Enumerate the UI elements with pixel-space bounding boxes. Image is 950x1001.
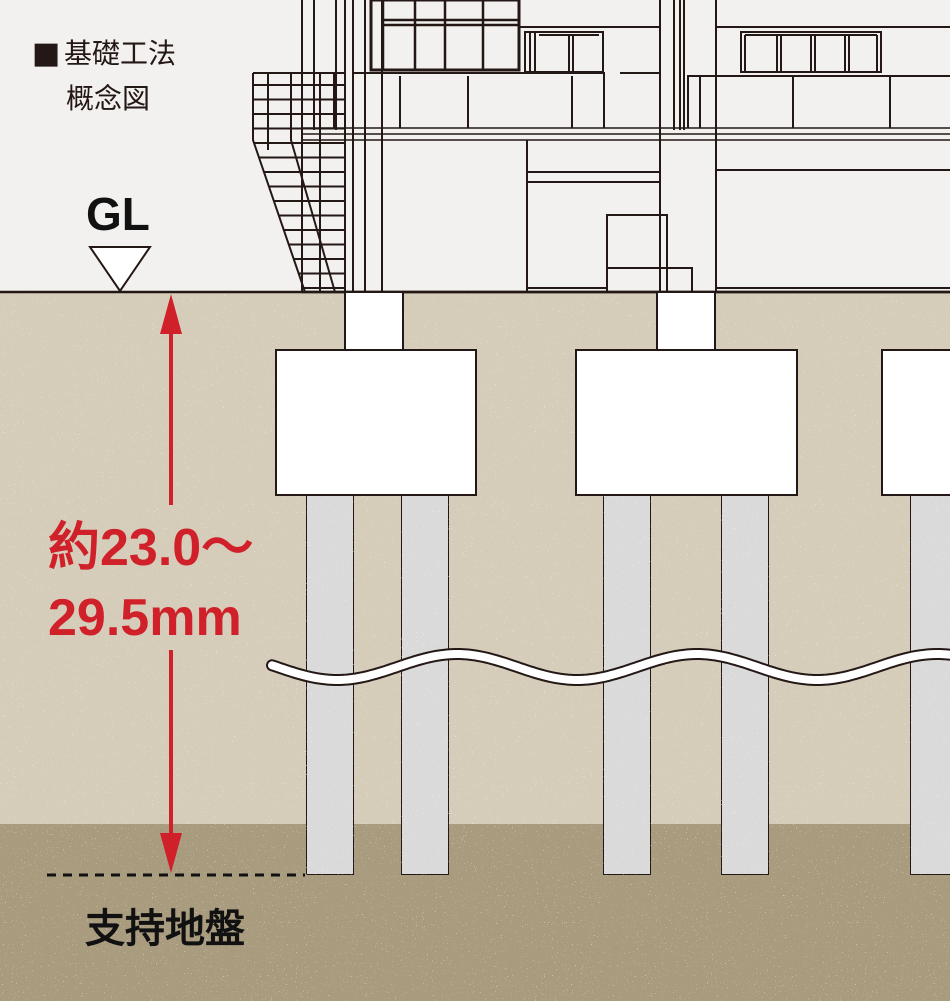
column-stub [656, 291, 716, 351]
pile [720, 494, 770, 876]
gl-label: GL [86, 188, 150, 240]
depth-dimension: 約23.0〜 29.5mm [48, 294, 253, 873]
ground-level-triangle-icon [88, 246, 152, 293]
sky-background [0, 0, 950, 292]
title-marker: ■ [32, 36, 60, 71]
column-stub [344, 291, 404, 351]
title-line2: 概念図 [66, 82, 150, 115]
arrow-up-icon [160, 294, 182, 334]
depth-label-line1: 約23.0〜 [48, 519, 253, 577]
pile [909, 494, 950, 876]
pile-cap [881, 349, 950, 496]
pile [400, 494, 450, 876]
bearing-soil-layer [0, 824, 950, 1001]
building-elevation [252, 0, 950, 294]
exterior-staircase [252, 72, 345, 293]
pile [602, 494, 652, 876]
break-line-fill [268, 650, 950, 684]
depth-label-line2: 29.5mm [48, 589, 242, 647]
pile-cap [575, 349, 798, 496]
title-line1: 基礎工法 [64, 37, 176, 70]
bearing-layer-label: 支持地盤 [85, 906, 245, 952]
arrow-down-icon [160, 833, 182, 873]
pile-cap [275, 349, 477, 496]
